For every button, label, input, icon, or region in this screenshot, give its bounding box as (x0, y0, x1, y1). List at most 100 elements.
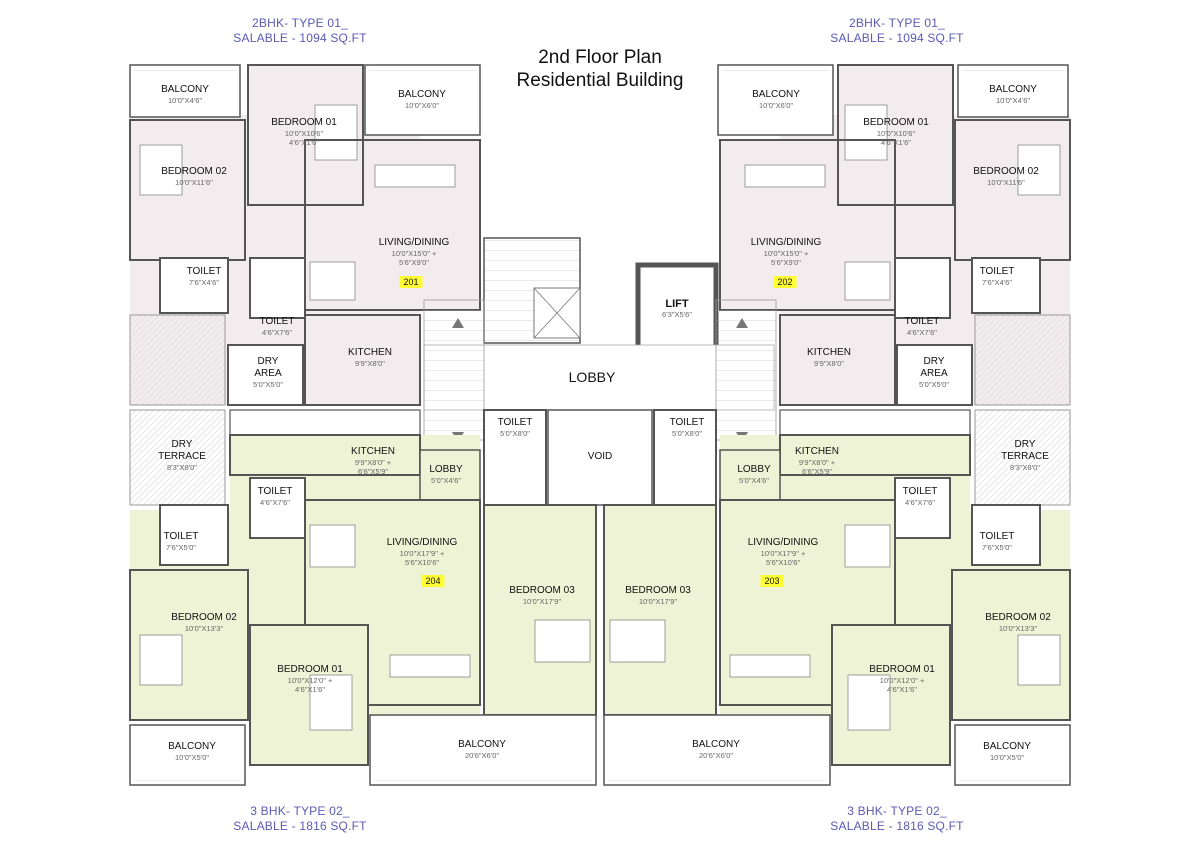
plan-title-line2: Residential Building (516, 70, 684, 91)
unit-202-plan (717, 64, 1071, 436)
unit-204-toilet-2-label: TOILET 7'6"X5'0" (163, 531, 199, 552)
unit-201-bed-02 (139, 144, 183, 196)
unit-201-counter (229, 409, 421, 436)
unit-202-bedroom-02-label: BEDROOM 02 10'0"X11'6" (973, 166, 1039, 187)
unit-204-sofa (389, 654, 471, 678)
unit-203-bedroom-01-label: BEDROOM 01 10'0"X12'0" + 4'6"X1'6" (869, 664, 935, 694)
unit-201-toilet-1 (159, 257, 229, 314)
unit-203-dry-terrace (974, 409, 1071, 506)
unit-204-bedroom-03 (483, 504, 597, 716)
unit-type-top-left: 2BHK- TYPE 01_ SALABLE - 1094 SQ.FT (160, 16, 440, 46)
unit-type-label: 2BHK- TYPE 01_ (849, 16, 945, 30)
unit-204-number-badge: 204 (421, 575, 445, 587)
unit-204-toilet-2 (159, 504, 229, 566)
unit-203-toilet-1 (894, 477, 951, 539)
unit-201-plan (129, 64, 481, 436)
unit-salable-label: SALABLE - 1816 SQ.FT (830, 819, 964, 833)
unit-201-bed-01 (314, 104, 358, 161)
unit-201-living-label: LIVING/DINING 10'0"X15'0" + 5'6"X9'0" (378, 237, 450, 267)
unit-201-side-terrace (129, 314, 226, 406)
unit-type-top-right: 2BHK- TYPE 01_ SALABLE - 1094 SQ.FT (757, 16, 1037, 46)
unit-203-number-badge: 203 (760, 575, 784, 587)
unit-202-balcony-2-label: BALCONY 10'0"X4'6" (989, 84, 1037, 105)
core-toilet-right (653, 409, 717, 506)
core-plan (423, 237, 777, 506)
unit-201-kitchen-label: KITCHEN 9'9"X8'0" (348, 347, 392, 368)
unit-201-number-badge: 201 (399, 276, 423, 288)
unit-204-plan (129, 409, 597, 786)
unit-204-bedroom-01-label: BEDROOM 01 10'0"X12'0" + 4'6"X1'6" (277, 664, 343, 694)
unit-204-living-label: LIVING/DINING 10'0"X17'9" + 5'6"X10'6" (386, 537, 458, 567)
unit-203-toilet-2 (971, 504, 1041, 566)
unit-203-plan (603, 409, 1071, 786)
unit-201-toilet-1-label: TOILET 7'6"X4'6" (186, 266, 222, 287)
unit-203-kitchen-label: KITCHEN 9'9"X8'0" + 6'6"X5'9" (795, 446, 839, 476)
unit-201-balcony-1-rail (134, 69, 236, 77)
unit-203-toilet-2-label: TOILET 7'6"X5'0" (979, 531, 1015, 552)
unit-202-bedroom-01-label: BEDROOM 01 10'0"X10'6" 4'6"X1'6" (863, 117, 929, 147)
unit-201-dry-area (227, 344, 304, 406)
unit-201-toilet-2 (249, 257, 306, 319)
unit-202-dry-area (896, 344, 973, 406)
unit-201-table (309, 261, 356, 301)
unit-204-bed-01 (309, 674, 353, 731)
unit-202-living-dining (719, 139, 896, 311)
unit-202-kitchen-label: KITCHEN 9'9"X8'0" (807, 347, 851, 368)
unit-204-toilet-1-label: TOILET 4'6"X7'6" (257, 486, 293, 507)
unit-203-balcony-2-label: BALCONY 20'6"X6'0" (692, 739, 740, 760)
unit-204-kitchen-label: KITCHEN 9'9"X8'0" + 6'6"X5'9" (351, 446, 395, 476)
unit-203-living-label: LIVING/DINING 10'0"X17'9" + 5'6"X10'6" (747, 537, 819, 567)
up-arrow-right (736, 318, 748, 328)
unit-203-bedroom-02-label: BEDROOM 02 10'0"X13'3" (985, 612, 1051, 633)
void-label: VOID (587, 451, 613, 462)
unit-202-balcony-1-label: BALCONY 10'0"X6'0" (752, 89, 800, 110)
unit-203-toilet-1-label: TOILET 4'6"X7'6" (902, 486, 938, 507)
unit-202-dry-area-label: DRY AREA 5'0"X5'0" (919, 356, 949, 389)
unit-204-lobby (419, 449, 481, 501)
core-toilet-right-label: TOILET 5'0"X8'0" (669, 417, 705, 438)
unit-202-side-terrace (974, 314, 1071, 406)
unit-201-living-dining (304, 139, 481, 311)
unit-204-bedroom-03-label: BEDROOM 03 10'0"X17'9" (509, 585, 575, 606)
unit-204-dining-table (309, 524, 356, 568)
unit-204-dry-terrace-label: DRY TERRACE 8'3"X8'0" (158, 439, 206, 472)
unit-type-bottom-right: 3 BHK- TYPE 02_ SALABLE - 1816 SQ.FT (757, 804, 1037, 834)
unit-salable-label: SALABLE - 1094 SQ.FT (233, 31, 367, 45)
unit-203-kitchen (779, 434, 971, 476)
unit-202-toilet-1 (971, 257, 1041, 314)
unit-201-toilet-2-label: TOILET 4'6"X7'6" (259, 316, 295, 337)
unit-204-balcony-2-label: BALCONY 20'6"X6'0" (458, 739, 506, 760)
lift-label: LIFT 6'3"X5'6" (662, 298, 692, 319)
up-arrow-left (452, 318, 464, 328)
unit-202-kitchen (779, 314, 896, 406)
unit-203-balcony-1-label: BALCONY 10'0"X5'0" (983, 741, 1031, 762)
plan-title-line1: 2nd Floor Plan (538, 47, 662, 68)
unit-salable-label: SALABLE - 1816 SQ.FT (233, 819, 367, 833)
unit-type-bottom-left: 3 BHK- TYPE 02_ SALABLE - 1816 SQ.FT (160, 804, 440, 834)
unit-204-bed-03 (534, 619, 591, 663)
unit-202-toilet-1-label: TOILET 7'6"X4'6" (979, 266, 1015, 287)
unit-203-lobby-label: LOBBY 5'0"X4'6" (737, 464, 771, 485)
unit-201-bedroom-01-label: BEDROOM 01 10'0"X10'6" 4'6"X1'6" (271, 117, 337, 147)
unit-202-toilet-2-label: TOILET 4'6"X7'6" (904, 316, 940, 337)
void (547, 409, 653, 506)
unit-201-balcony-2-label: BALCONY 10'0"X6'0" (398, 89, 446, 110)
plan-title: 2nd Floor Plan Residential Building (470, 46, 730, 92)
unit-202-living-label: LIVING/DINING 10'0"X15'0" + 5'6"X9'0" (750, 237, 822, 267)
unit-type-label: 3 BHK- TYPE 02_ (847, 804, 947, 818)
core-stair-left (423, 299, 485, 441)
unit-203-bedroom-03-label: BEDROOM 03 10'0"X17'9" (625, 585, 691, 606)
core-stair-right (715, 299, 777, 441)
unit-204-kitchen (229, 434, 421, 476)
core-toilet-left-label: TOILET 5'0"X8'0" (497, 417, 533, 438)
unit-204-bed-02 (139, 634, 183, 686)
unit-type-label: 2BHK- TYPE 01_ (252, 16, 348, 30)
unit-201-balcony-1-label: BALCONY 10'0"X4'6" (161, 84, 209, 105)
unit-201-kitchen (304, 314, 421, 406)
unit-204-bedroom-02-label: BEDROOM 02 10'0"X13'3" (171, 612, 237, 633)
unit-201-dry-area-label: DRY AREA 5'0"X5'0" (253, 356, 283, 389)
unit-201-bedroom-02-label: BEDROOM 02 10'0"X11'6" (161, 166, 227, 187)
unit-201-sofa (374, 164, 456, 188)
unit-203-dry-terrace-label: DRY TERRACE 8'3"X8'0" (1001, 439, 1049, 472)
